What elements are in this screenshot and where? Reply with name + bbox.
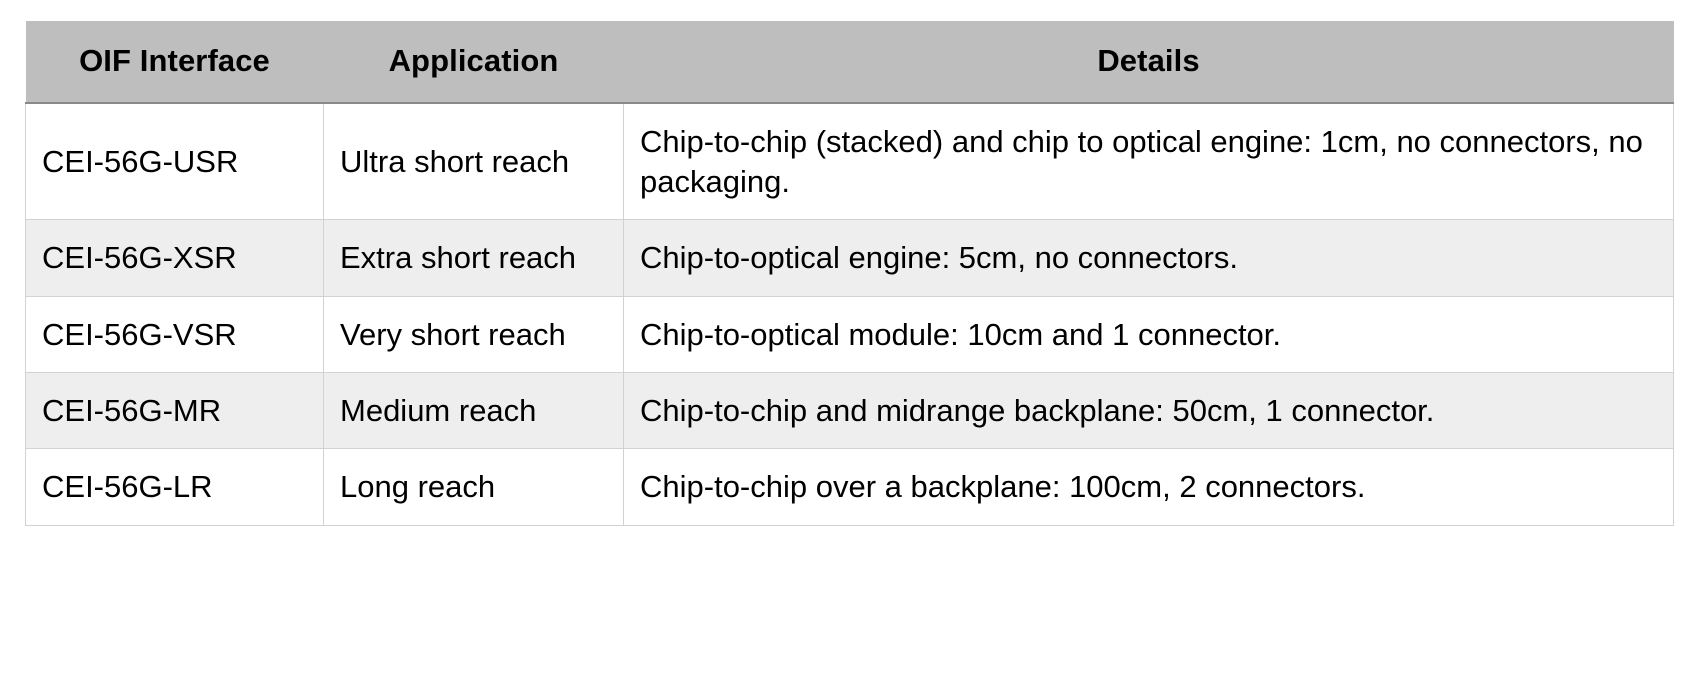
cell-interface: CEI-56G-XSR — [25, 219, 324, 297]
table-row: CEI-56G-MR Medium reach Chip-to-chip and… — [25, 372, 1674, 450]
table-row: CEI-56G-XSR Extra short reach Chip-to-op… — [25, 219, 1674, 297]
cell-details: Chip-to-optical engine: 5cm, no connecto… — [623, 219, 1674, 297]
cell-application: Medium reach — [323, 372, 624, 450]
column-header-interface: OIF Interface — [25, 21, 324, 105]
table-row: CEI-56G-LR Long reach Chip-to-chip over … — [25, 448, 1674, 526]
cell-interface: CEI-56G-USR — [25, 103, 324, 221]
column-header-application: Application — [323, 21, 624, 105]
table-row: CEI-56G-USR Ultra short reach Chip-to-ch… — [25, 103, 1674, 221]
cell-details: Chip-to-chip and midrange backplane: 50c… — [623, 372, 1674, 450]
oif-interfaces-table: OIF Interface Application Details CEI-56… — [25, 21, 1674, 526]
table-header: OIF Interface Application Details — [25, 21, 1674, 105]
table-header-row: OIF Interface Application Details — [25, 21, 1674, 105]
column-header-details: Details — [623, 21, 1674, 105]
cell-details: Chip-to-chip over a backplane: 100cm, 2 … — [623, 448, 1674, 526]
table-row: CEI-56G-VSR Very short reach Chip-to-opt… — [25, 296, 1674, 373]
cell-interface: CEI-56G-MR — [25, 372, 324, 450]
cell-interface: CEI-56G-VSR — [25, 296, 324, 373]
cell-application: Ultra short reach — [323, 103, 624, 221]
cell-details: Chip-to-optical module: 10cm and 1 conne… — [623, 296, 1674, 373]
cell-interface: CEI-56G-LR — [25, 448, 324, 526]
cell-application: Very short reach — [323, 296, 624, 373]
oif-interfaces-table-container: OIF Interface Application Details CEI-56… — [25, 21, 1674, 526]
cell-details: Chip-to-chip (stacked) and chip to optic… — [623, 103, 1674, 221]
cell-application: Extra short reach — [323, 219, 624, 297]
table-body: CEI-56G-USR Ultra short reach Chip-to-ch… — [25, 103, 1674, 526]
cell-application: Long reach — [323, 448, 624, 526]
